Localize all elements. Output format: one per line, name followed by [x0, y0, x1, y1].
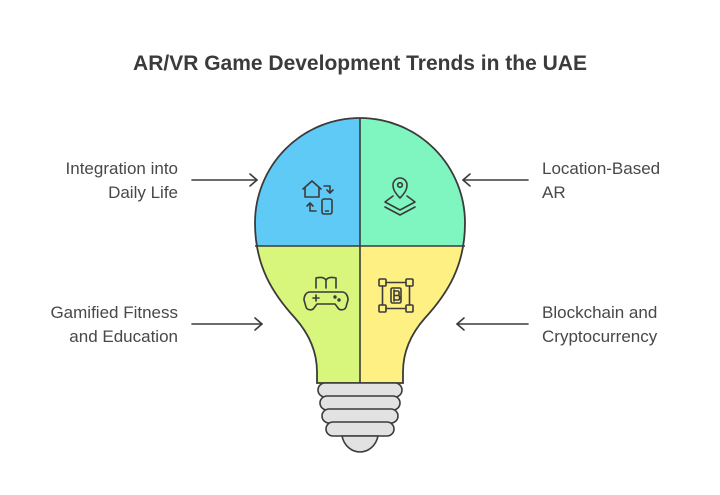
diagram-title: AR/VR Game Development Trends in the UAE: [133, 52, 587, 75]
device-sync-icon: [302, 180, 334, 215]
arrow-daily-life: [191, 173, 258, 187]
label-line: and Education: [69, 327, 178, 346]
quadrant-integration-daily-life: [255, 118, 360, 246]
label-line: Cryptocurrency: [542, 327, 658, 346]
arrow-location-ar: [462, 173, 529, 187]
arrow-fitness-education: [191, 317, 263, 331]
label-blockchain-cryptocurrency: Blockchain and Cryptocurrency: [542, 301, 712, 349]
label-line: Integration into: [65, 159, 178, 178]
label-line: AR: [542, 183, 566, 202]
label-line: Gamified Fitness: [50, 303, 178, 322]
bulb-screw-base: [317, 382, 403, 453]
label-integration-daily-life: Integration into Daily Life: [20, 157, 178, 205]
label-line: Blockchain and: [542, 303, 658, 322]
map-pin-layers-icon: [384, 177, 416, 216]
quadrant-gamified-fitness-education: [255, 246, 360, 383]
label-line: Location-Based: [542, 159, 661, 178]
label-gamified-fitness-education: Gamified Fitness and Education: [10, 301, 178, 349]
quadrant-blockchain-cryptocurrency: [360, 246, 465, 383]
blockchain-network-icon: [378, 278, 414, 313]
gamepad-book-icon: [303, 276, 349, 311]
quadrant-location-based-ar: [360, 118, 465, 246]
label-line: Daily Life: [108, 183, 178, 202]
arrow-blockchain: [456, 317, 529, 331]
label-location-based-ar: Location-Based AR: [542, 157, 712, 205]
